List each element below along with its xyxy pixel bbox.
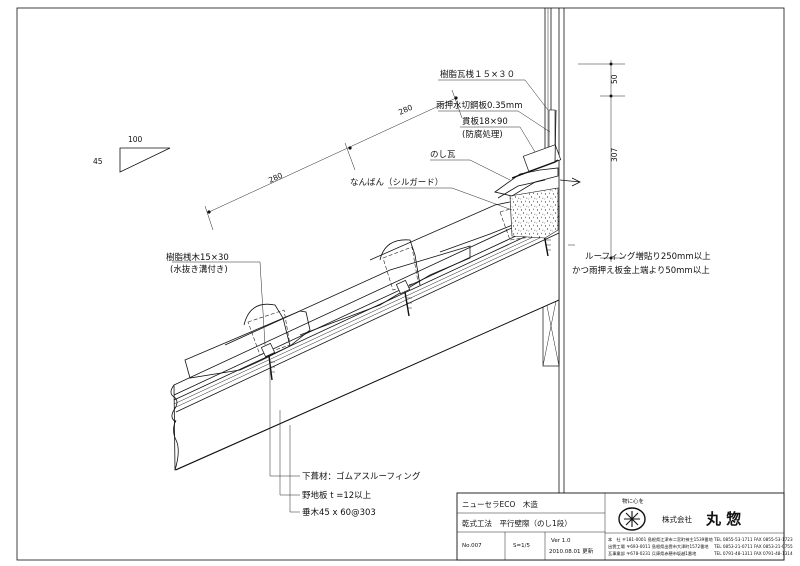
pitch-dim-2: 280: [397, 103, 414, 117]
label-rafter: 垂木45 x 60@303: [302, 507, 376, 518]
tel-1: TEL 0855-53-1711 FAX 0855-53-1723: [713, 537, 793, 542]
company-slogan: 物に心を: [622, 497, 644, 505]
company-name: 丸 惣: [705, 510, 741, 528]
title-block: ニューセラECO 木造 乾式工法 平行壁際（のし1段） No.007 S=1/5…: [456, 492, 793, 561]
pitch-dim-1: 280: [267, 171, 284, 185]
label-roofing-note-1: ルーフィング増貼り250mm以上: [585, 251, 711, 262]
height-dimensions: 50 307: [578, 60, 625, 262]
title-updated: 2010.08.01 更新: [549, 547, 594, 555]
label-sheathing: 野地板 t =12以上: [302, 490, 372, 501]
label-flashing: 雨押水切鋼板0.35mm: [436, 100, 523, 111]
title-scale: S=1/5: [513, 543, 530, 549]
label-resin-batten: 樹脂瓦桟１５×３０: [440, 69, 515, 80]
label-nuki-board: 貫板18×90: [462, 116, 508, 127]
label-underlay: 下葺材：ゴムアスルーフィング: [302, 471, 421, 482]
label-batten-left-note: (水抜き溝付き): [170, 264, 228, 275]
tel-2: TEL 0853-21-0711 FAX 0853-21-0755: [713, 544, 793, 549]
tile-course-lower: [184, 303, 311, 381]
sheet-border: [16, 7, 785, 561]
leader-lines: [172, 79, 575, 513]
callout-labels: 樹脂瓦桟１５×３０ 雨押水切鋼板0.35mm 貫板18×90 (防腐処理) のし…: [166, 69, 711, 518]
label-roofing-note-2: かつ雨押え板金上端より50mm以上: [572, 265, 710, 276]
tel-3: TEL 0791-48-1311 FAX 0791-48-1314: [713, 551, 793, 556]
label-batten-left: 樹脂桟木15×30: [166, 252, 229, 263]
dim-307: 307: [610, 147, 619, 162]
address-2: 出雲工場 〒693-0011 島根県出雲市大津町1572番地: [608, 543, 709, 550]
tile-course-middle: [224, 239, 471, 346]
label-nanban: なんばん（シルガード）: [350, 177, 443, 188]
title-method: 乾式工法 平行壁際（のし1段）: [462, 518, 572, 528]
slope-run-label: 100: [128, 135, 143, 144]
address-3: 瓦事業部 〒678-0231 兵庫県赤穂市坂越1番地: [608, 550, 697, 557]
label-noshi-tile: のし瓦: [430, 150, 456, 160]
roof-layers: [170, 205, 560, 471]
company-logo: 丸 惣: [618, 507, 646, 531]
dim-50: 50: [610, 74, 619, 84]
slope-indicator: 100 45: [93, 135, 171, 173]
title-product: ニューセラECO 木造: [462, 499, 538, 509]
slope-rise-label: 45: [93, 157, 103, 166]
label-nuki-note: (防腐処理): [462, 129, 503, 140]
wall-side-assembly: [494, 109, 581, 239]
title-version: Ver 1.0: [551, 538, 571, 544]
address-1: 本 社 〒181-0001 島根県江津市二宮町神主1539番地: [608, 536, 713, 543]
company-prefix: 株式会社: [662, 514, 692, 524]
pitch-dimensions: 280 280: [204, 89, 463, 231]
title-drawing-no: No.007: [462, 543, 482, 549]
